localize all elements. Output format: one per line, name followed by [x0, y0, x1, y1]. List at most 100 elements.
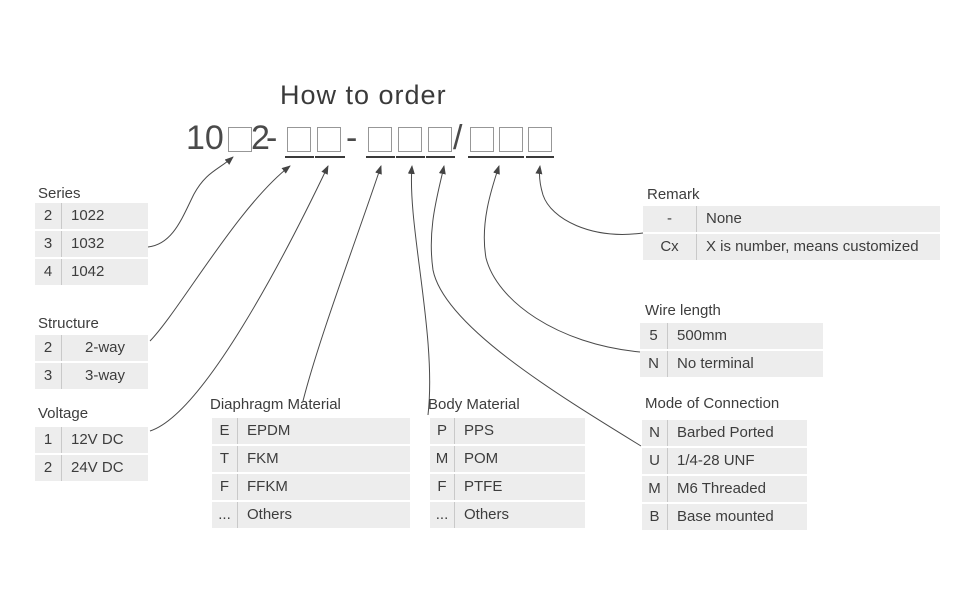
code-key-cell: 2: [35, 455, 62, 481]
code-key-cell: T: [212, 446, 238, 472]
underline-remark: [526, 156, 554, 158]
code-box-connection: [428, 127, 452, 152]
code-key-cell: 2: [35, 203, 62, 229]
underline-voltage: [315, 156, 345, 158]
underline-structure: [285, 156, 314, 158]
code-key-cell: 3: [35, 231, 62, 257]
code-key-cell: E: [212, 418, 238, 444]
table-title-series: Series: [38, 185, 81, 202]
connector-body-material: [407, 165, 431, 416]
code-key-cell: N: [640, 351, 668, 377]
code-fixed-digit: 2: [251, 119, 270, 157]
code-box-series: [228, 127, 252, 152]
code-key-cell: N: [642, 420, 668, 446]
code-key-cell: P: [430, 418, 455, 444]
underline-connection: [426, 156, 455, 158]
table-title-diaphragm: Diaphragm Material: [210, 396, 341, 413]
connector-remark: [535, 165, 644, 235]
page-title: How to order: [280, 80, 447, 110]
code-box-wire-2: [499, 127, 523, 152]
code-key-cell: M: [430, 446, 455, 472]
value-cell: POM: [455, 446, 585, 472]
value-cell: 1032: [62, 231, 148, 257]
connector-series: [147, 156, 234, 248]
value-cell: 2-way: [62, 335, 148, 361]
code-key-cell: 4: [35, 259, 62, 285]
table-row: -None: [643, 206, 940, 232]
connector-diaphragm-material: [302, 165, 382, 402]
value-cell: None: [697, 206, 940, 232]
value-cell: 24V DC: [62, 455, 148, 481]
code-key-cell: F: [212, 474, 238, 500]
code-box-diaphragm-material: [368, 127, 392, 152]
code-key-cell: 2: [35, 335, 62, 361]
table-title-voltage: Voltage: [38, 405, 89, 422]
value-cell: Barbed Ported: [668, 420, 807, 446]
value-cell: 1022: [62, 203, 148, 229]
code-dash-1: -: [266, 119, 278, 157]
value-cell: No terminal: [668, 351, 823, 377]
code-box-voltage: [317, 127, 341, 152]
connector-voltage: [149, 165, 329, 432]
code-key-cell: -: [643, 206, 697, 232]
code-dash-2: -: [346, 119, 358, 157]
table-row: ...Others: [430, 502, 585, 528]
table-title-remark: Remark: [647, 186, 700, 203]
table-title-connection: Mode of Connection: [645, 395, 780, 412]
code-box-body-material: [398, 127, 422, 152]
code-box-wire-1: [470, 127, 494, 152]
code-box-remark: [528, 127, 552, 152]
value-cell: Others: [455, 502, 585, 528]
code-box-structure: [287, 127, 311, 152]
connector-wire-length: [483, 165, 641, 353]
underline-wire-length: [468, 156, 524, 158]
value-cell: PPS: [455, 418, 585, 444]
table-title-body: Body Material: [428, 396, 520, 413]
underline-diaphragm-material: [366, 156, 395, 158]
value-cell: 1/4-28 UNF: [668, 448, 807, 474]
connector-structure: [149, 165, 291, 342]
table-row: ...Others: [212, 502, 410, 528]
value-cell: Others: [238, 502, 410, 528]
value-cell: EPDM: [238, 418, 410, 444]
table-title-structure: Structure: [38, 315, 99, 332]
code-key-cell: U: [642, 448, 668, 474]
code-key-cell: M: [642, 476, 668, 502]
underline-body-material: [396, 156, 425, 158]
value-cell: M6 Threaded: [668, 476, 807, 502]
code-key-cell: 1: [35, 427, 62, 453]
value-cell: PTFE: [455, 474, 585, 500]
code-key-cell: 3: [35, 363, 62, 389]
value-cell: 12V DC: [62, 427, 148, 453]
table-title-wire: Wire length: [645, 302, 721, 319]
value-cell: Base mounted: [668, 504, 807, 530]
code-key-cell: B: [642, 504, 668, 530]
code-key-cell: Cx: [643, 234, 697, 260]
value-cell: 1042: [62, 259, 148, 285]
